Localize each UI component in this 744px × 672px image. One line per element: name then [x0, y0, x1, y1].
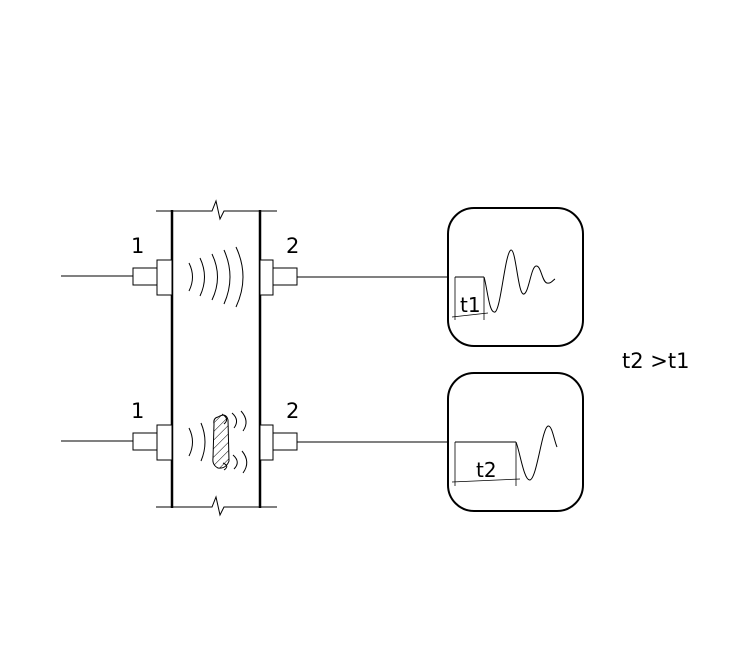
break-line-bottom [156, 495, 277, 517]
oscilloscope-screen-bottom [447, 372, 584, 512]
screen-frame-top [447, 207, 584, 347]
screen-frame-bottom [447, 372, 584, 512]
receiver-transducer-top [259, 259, 298, 296]
top-measurement-path [61, 246, 448, 308]
emitter-label-top: 1 [131, 234, 144, 258]
time-label-t1: t1 [460, 293, 481, 317]
waveform-top [483, 249, 556, 313]
time-relation-label: t2 >t1 [622, 349, 689, 373]
bottom-measurement-path [61, 410, 448, 474]
time-label-t2: t2 [476, 458, 497, 482]
emitter-label-bottom: 1 [131, 399, 144, 423]
break-line-top [156, 199, 277, 221]
emitter-transducer-top [132, 259, 173, 296]
receiver-label-bottom: 2 [286, 399, 299, 423]
time-span-arrow-bottom [451, 478, 521, 483]
time-span-arrow-top [451, 312, 489, 318]
ultrasonic-waves-top [188, 246, 244, 308]
emitter-transducer-bottom [132, 424, 173, 461]
receiver-transducer-bottom [259, 424, 298, 461]
waveform-bottom [515, 425, 558, 481]
defect-inclusion [212, 414, 230, 469]
oscilloscope-screen-top [447, 207, 584, 347]
receiver-label-top: 2 [286, 234, 299, 258]
specimen-wall [156, 199, 277, 517]
